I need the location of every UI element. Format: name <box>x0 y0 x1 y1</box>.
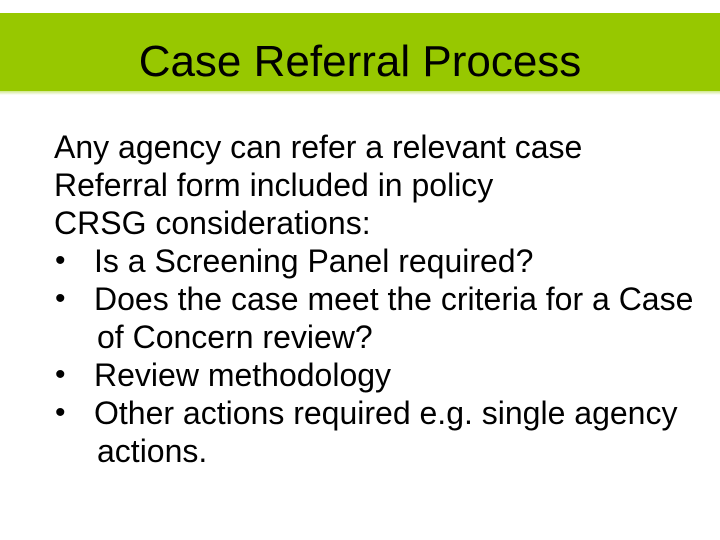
body-line-text: Is a Screening Panel required? <box>94 243 534 279</box>
bullet-icon: • <box>55 358 66 391</box>
bullet-icon: • <box>55 396 66 429</box>
body-line-text: Review methodology <box>94 357 392 393</box>
body-line-text: Other actions required e.g. single agenc… <box>94 395 678 431</box>
body-line-text: of Concern review? <box>97 319 373 355</box>
page-title: Case Referral Process <box>138 37 582 86</box>
bullet-icon: • <box>55 282 66 315</box>
body-line-text: actions. <box>97 433 208 469</box>
body-line: • Other actions required e.g. single agen… <box>54 394 710 432</box>
title-band: Case Referral Process <box>0 13 720 91</box>
body-line: • Review methodology <box>54 356 710 394</box>
body-line-text: CRSG considerations: <box>54 205 371 241</box>
body-line-text: Referral form included in policy <box>54 167 494 203</box>
body-line-text: Any agency can refer a relevant case <box>54 129 583 165</box>
body-line: • Is a Screening Panel required? <box>54 242 710 280</box>
bullet-icon: • <box>55 244 66 277</box>
body-line-text: Does the case meet the criteria for a Ca… <box>94 281 694 317</box>
body-line: • Does the case meet the criteria for a C… <box>54 280 710 318</box>
title-band-bottom-fade <box>0 91 720 95</box>
